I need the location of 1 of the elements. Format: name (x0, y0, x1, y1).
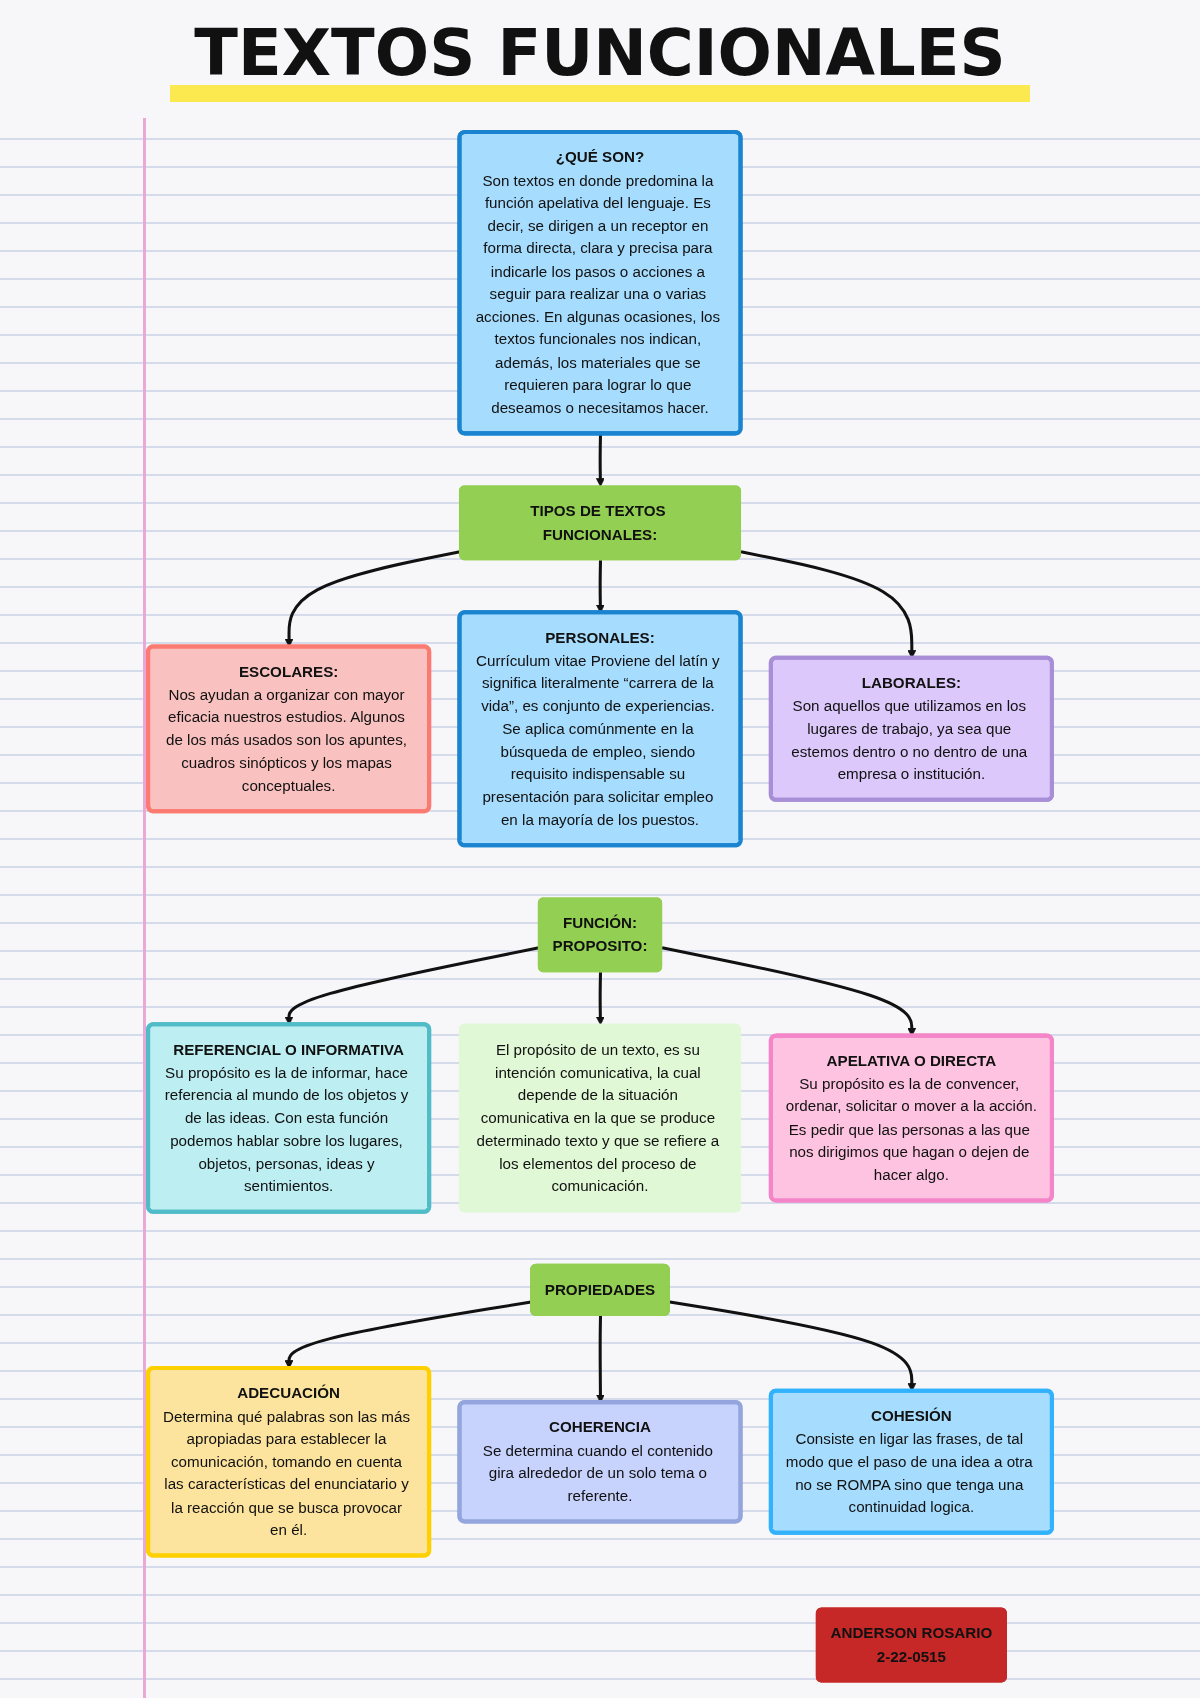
arrow (595, 972, 605, 1026)
